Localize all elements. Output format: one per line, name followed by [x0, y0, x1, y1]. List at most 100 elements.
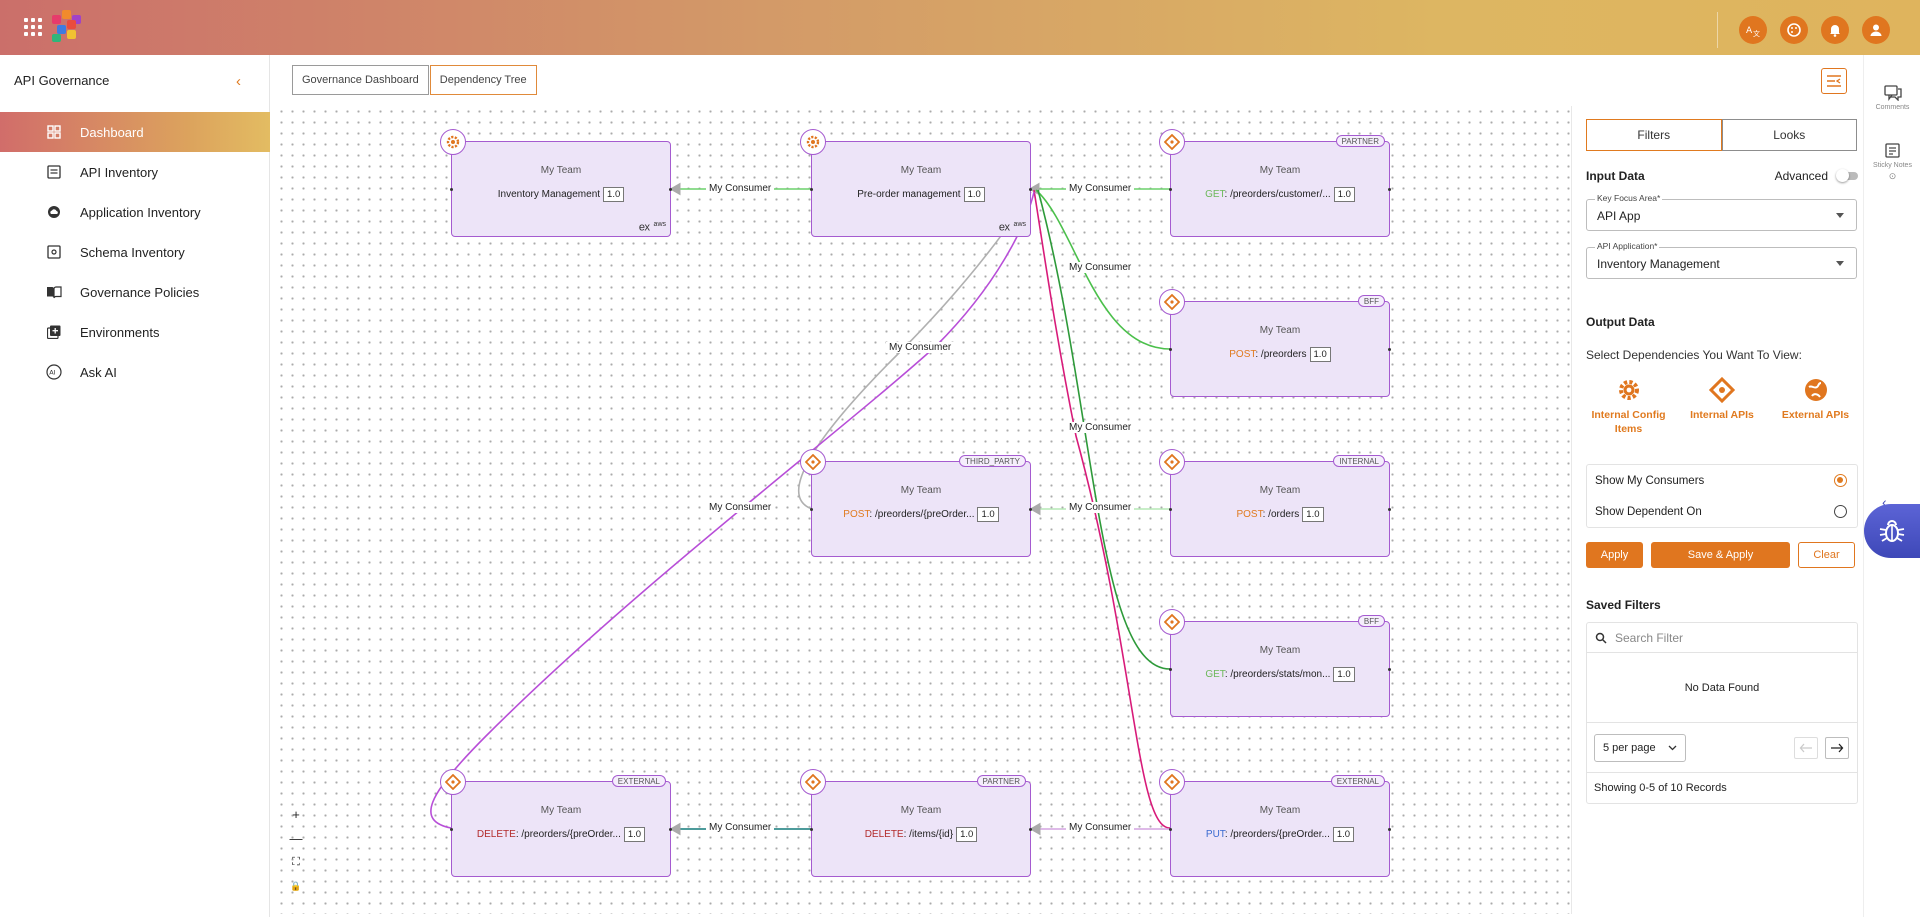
node-label: GET: /preorders/stats/mon...1.0: [1171, 667, 1389, 682]
node-delete-preorders[interactable]: EXTERNAL My Team DELETE: /preorders/{pre…: [440, 769, 672, 877]
node-label: POST: /preorders/{preOrder...1.0: [812, 507, 1030, 522]
sticky-notes-icon: [1864, 140, 1920, 162]
sidebar-item-api-inventory[interactable]: API Inventory: [0, 152, 270, 192]
chevron-down-icon[interactable]: ⊙: [1888, 171, 1897, 181]
palette-icon[interactable]: [1780, 16, 1808, 44]
per-page-select[interactable]: 5 per page: [1594, 733, 1686, 762]
comments-button[interactable]: Comments: [1864, 82, 1920, 111]
sidebar-item-application-inventory[interactable]: Application Inventory: [0, 192, 270, 232]
node-post-preorders-preorder[interactable]: THIRD_PARTY My Team POST: /preorders/{pr…: [800, 449, 1032, 557]
dep-internal-apis[interactable]: Internal APIs: [1680, 376, 1765, 436]
node-put-preorders[interactable]: EXTERNAL My Team PUT: /preorders/{preOrd…: [1159, 769, 1391, 877]
lock-button[interactable]: 🔒: [290, 880, 302, 891]
zoom-in-button[interactable]: +: [292, 806, 300, 822]
svg-text:AI: AI: [49, 369, 55, 377]
edge-label: My Consumer: [1066, 183, 1135, 194]
save-apply-button[interactable]: Save & Apply: [1651, 542, 1790, 568]
sidebar-item-label: Application Inventory: [80, 204, 201, 220]
sidebar-item-dashboard[interactable]: Dashboard: [0, 112, 270, 152]
tab-dependency-tree[interactable]: Dependency Tree: [429, 65, 537, 95]
node-team: My Team: [1259, 805, 1301, 816]
next-page-button[interactable]: [1825, 736, 1849, 759]
apps-grid-icon[interactable]: [24, 18, 42, 36]
sidebar-item-governance-policies[interactable]: Governance Policies: [0, 272, 270, 312]
search-filter-input[interactable]: Search Filter: [1587, 623, 1857, 653]
prev-page-button[interactable]: [1794, 736, 1818, 759]
cloud-icon: [46, 204, 62, 220]
bug-report-button[interactable]: [1864, 504, 1920, 558]
node-tag: EXTERNAL: [1330, 775, 1385, 787]
sticky-notes-button[interactable]: Sticky Notes ⊙: [1864, 140, 1920, 182]
chevron-left-icon[interactable]: ‹: [1882, 494, 1887, 510]
edge-label: My Consumer: [1066, 502, 1135, 513]
apply-button[interactable]: Apply: [1586, 542, 1643, 568]
key-focus-value: API App: [1597, 209, 1641, 223]
dashboard-icon: [46, 124, 62, 140]
collapse-sidebar-icon[interactable]: ‹: [236, 73, 241, 90]
key-focus-select[interactable]: Key Focus Area* API App: [1586, 193, 1857, 231]
zoom-out-button[interactable]: —: [289, 830, 303, 846]
sidebar-item-environments[interactable]: Environments: [0, 312, 270, 352]
node-tag: PARTNER: [976, 775, 1026, 787]
edge-n10-n2[interactable]: [1033, 189, 1171, 829]
globe-icon: [1773, 376, 1858, 404]
node-delete-items[interactable]: PARTNER My Team DELETE: /items/{id}1.0: [800, 769, 1032, 877]
api-application-select[interactable]: API Application* Inventory Management: [1586, 241, 1857, 279]
search-icon: [1595, 632, 1607, 644]
sidebar-nav: Dashboard API Inventory Application Inve…: [0, 112, 270, 392]
dependency-canvas[interactable]: My Consumer My Consumer My Consumer My C…: [276, 106, 1572, 914]
sidebar-item-schema-inventory[interactable]: Schema Inventory: [0, 232, 270, 272]
api-icon: [800, 449, 826, 475]
book-icon: [46, 284, 62, 300]
radio-show-my-consumers[interactable]: Show My Consumers: [1587, 465, 1857, 496]
tab-looks[interactable]: Looks: [1721, 119, 1857, 151]
sidebar-title: API Governance: [14, 73, 110, 88]
sidebar-item-label: Environments: [80, 324, 160, 340]
bell-icon[interactable]: [1821, 16, 1849, 44]
gear-icon: [1586, 376, 1671, 404]
node-tag: BFF: [1357, 295, 1385, 307]
arrow-right-icon: [1831, 743, 1844, 752]
dep-external-apis[interactable]: External APIs: [1773, 376, 1858, 436]
advanced-label: Advanced: [1774, 169, 1828, 183]
tab-governance-dashboard[interactable]: Governance Dashboard: [292, 65, 429, 95]
radio-show-dependent-on[interactable]: Show Dependent On: [1587, 496, 1857, 527]
ai-icon: AI: [46, 364, 62, 380]
sidebar: API Governance ‹ Dashboard API Inventory…: [0, 55, 270, 917]
edge-n4-n2[interactable]: [1035, 189, 1171, 350]
fit-view-button[interactable]: ⛶: [292, 855, 300, 868]
advanced-toggle[interactable]: [1836, 169, 1858, 182]
user-icon[interactable]: [1862, 16, 1890, 44]
toggle-panel-button[interactable]: [1821, 68, 1847, 94]
filter-panel: Filters Looks Input Data Advanced Key Fo…: [1586, 106, 1858, 906]
sidebar-item-ask-ai[interactable]: AI Ask AI: [0, 352, 270, 392]
edge-label: My Consumer: [706, 183, 775, 194]
saved-filters-title: Saved Filters: [1586, 598, 1661, 612]
edge-label: My Consumer: [886, 342, 955, 353]
tab-filters[interactable]: Filters: [1586, 119, 1722, 151]
api-icon: [800, 769, 826, 795]
edge-label: My Consumer: [706, 822, 775, 833]
arrow-left-icon: [1799, 743, 1812, 752]
clear-button[interactable]: Clear: [1798, 542, 1855, 568]
comments-icon: [1864, 82, 1920, 104]
key-focus-label: Key Focus Area*: [1595, 193, 1663, 203]
output-data-title: Output Data: [1586, 315, 1655, 329]
input-data-title: Input Data: [1586, 169, 1645, 183]
app-logo[interactable]: [48, 6, 88, 46]
gear-icon: [800, 129, 826, 155]
node-get-preorders-customer[interactable]: PARTNER My Team GET: /preorders/customer…: [1159, 129, 1391, 237]
filter-actions: Apply Save & Apply Clear: [1586, 542, 1858, 568]
dep-internal-config-items[interactable]: Internal Config Items: [1586, 376, 1671, 436]
node-get-preorders-stats[interactable]: BFF My Team GET: /preorders/stats/mon...…: [1159, 609, 1391, 717]
